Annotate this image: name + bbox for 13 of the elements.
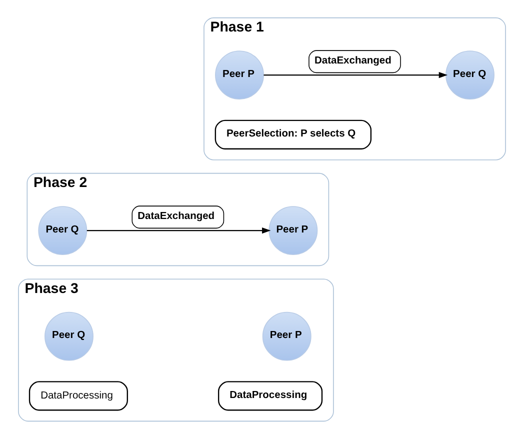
node-box: PeerSelection: P selects Q <box>214 120 372 150</box>
node-circle: Peer P <box>268 206 318 256</box>
node-box: DataProcessing <box>28 381 128 411</box>
edge-label: DataExchanged <box>314 56 392 67</box>
edge-label: DataExchanged <box>138 211 215 222</box>
node-box: DataProcessing <box>218 381 323 411</box>
node-circle: Peer Q <box>446 50 494 100</box>
node-circle: Peer P <box>215 50 264 100</box>
node-circle: Peer Q <box>44 312 94 361</box>
arrow <box>86 228 271 234</box>
arrow <box>264 72 448 78</box>
node-circle: Peer P <box>262 312 312 361</box>
node-circle: Peer Q <box>38 206 88 256</box>
